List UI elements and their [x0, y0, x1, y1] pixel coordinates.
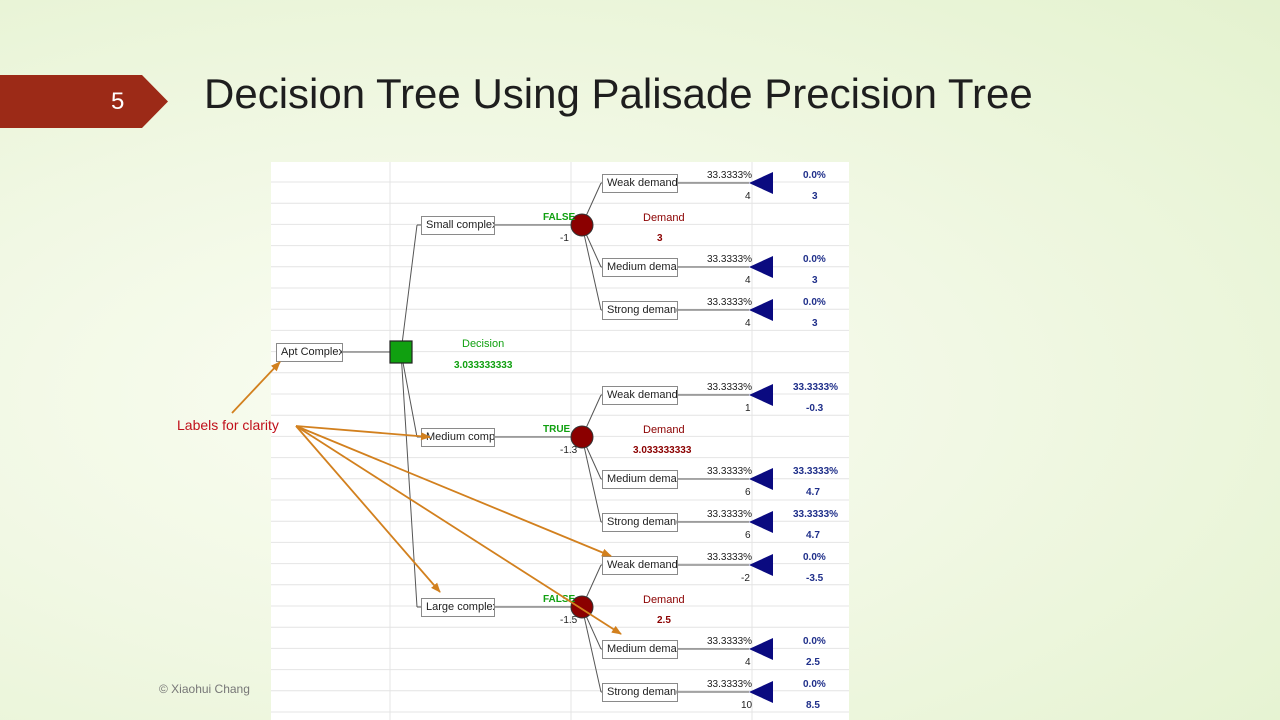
result-probability: 33.3333% [793, 509, 839, 520]
outcome-payoff: -2 [741, 573, 750, 584]
branch-cost: -1.3 [560, 445, 578, 456]
result-value: 8.5 [806, 700, 820, 711]
outcome-probability: 33.3333% [707, 254, 753, 265]
slide-title: Decision Tree Using Palisade Precision T… [204, 70, 1033, 117]
terminal-node [749, 256, 773, 278]
arrow-to-weak-demand [295, 425, 612, 557]
result-probability: 0.0% [803, 552, 826, 563]
result-value: 3 [812, 318, 818, 329]
outcome-label: Weak demand [602, 556, 678, 575]
outcome-payoff: 4 [745, 657, 751, 668]
outcome-payoff: 4 [745, 318, 751, 329]
outcome-payoff: 1 [745, 403, 751, 414]
chance-label: Demand [643, 594, 685, 606]
annotation-label: Labels for clarity [177, 417, 279, 433]
decision-node [389, 340, 413, 364]
outcome-probability: 33.3333% [707, 170, 753, 181]
result-value: 4.7 [806, 487, 820, 498]
edge-decision-to-branch [400, 351, 418, 608]
decision-label: Decision [462, 338, 505, 350]
terminal-node [749, 299, 773, 321]
branch-flag: FALSE [543, 212, 576, 223]
branch-label: Small complex [421, 216, 495, 235]
outcome-payoff: 6 [745, 487, 751, 498]
outcome-label: Strong demand [602, 301, 678, 320]
chance-label: Demand [643, 424, 685, 436]
outcome-probability: 33.3333% [707, 636, 753, 647]
result-value: 2.5 [806, 657, 820, 668]
arrow-to-medium-complex [295, 425, 431, 441]
terminal-node [749, 554, 773, 576]
outcome-probability: 33.3333% [707, 552, 753, 563]
chance-node [570, 425, 594, 449]
branch-flag: FALSE [543, 594, 576, 605]
result-probability: 0.0% [803, 636, 826, 647]
edge-chance-to-outcome [581, 224, 602, 311]
outcome-probability: 33.3333% [707, 382, 753, 393]
edge-decision-to-branch [400, 224, 418, 353]
arrow-to-medium-demand [295, 425, 622, 635]
outcome-payoff: 4 [745, 275, 751, 286]
result-value: -0.3 [806, 403, 824, 414]
chance-value: 2.5 [657, 615, 671, 626]
outcome-label: Strong demand [602, 513, 678, 532]
branch-cost: -1.5 [560, 615, 578, 626]
chance-label: Demand [643, 212, 685, 224]
slide-number: 5 [111, 88, 125, 115]
edge-decision-to-branch [400, 351, 418, 438]
root-label: Apt Complex [276, 343, 343, 362]
terminal-node [749, 468, 773, 490]
branch-label: Large complex [421, 598, 495, 617]
terminal-node [749, 638, 773, 660]
terminal-node [749, 511, 773, 533]
slide-number-badge [0, 75, 168, 128]
result-value: -3.5 [806, 573, 824, 584]
result-probability: 0.0% [803, 679, 826, 690]
result-probability: 33.3333% [793, 466, 839, 477]
decision-value: 3.033333333 [454, 360, 513, 371]
chance-node [570, 213, 594, 237]
copyright-text: © Xiaohui Chang [159, 682, 250, 696]
terminal-node [749, 681, 773, 703]
outcome-label: Strong demand [602, 683, 678, 702]
outcome-probability: 33.3333% [707, 679, 753, 690]
outcome-payoff: 10 [741, 700, 753, 711]
outcome-probability: 33.3333% [707, 509, 753, 520]
chance-value: 3 [657, 233, 663, 244]
outcome-label: Weak demand [602, 174, 678, 193]
arrow-to-large-complex [295, 425, 441, 593]
chance-value: 3.033333333 [633, 445, 692, 456]
terminal-node [749, 384, 773, 406]
outcome-label: Medium demand [602, 258, 678, 277]
edge-chance-to-outcome [581, 606, 602, 693]
edge-chance-to-outcome [581, 436, 602, 523]
result-value: 4.7 [806, 530, 820, 541]
result-value: 3 [812, 191, 818, 202]
branch-flag: TRUE [543, 424, 571, 435]
terminal-node [749, 172, 773, 194]
result-probability: 0.0% [803, 170, 826, 181]
outcome-probability: 33.3333% [707, 297, 753, 308]
decision-tree-diagram [271, 162, 849, 720]
result-probability: 33.3333% [793, 382, 839, 393]
outcome-label: Weak demand [602, 386, 678, 405]
branch-cost: -1 [560, 233, 569, 244]
result-probability: 0.0% [803, 297, 826, 308]
result-probability: 0.0% [803, 254, 826, 265]
outcome-payoff: 6 [745, 530, 751, 541]
outcome-label: Medium demand [602, 470, 678, 489]
result-value: 3 [812, 275, 818, 286]
outcome-label: Medium demand [602, 640, 678, 659]
outcome-probability: 33.3333% [707, 466, 753, 477]
outcome-payoff: 4 [745, 191, 751, 202]
decision-tree-sheet: Apt Complex Decision 3.033333333 Small c… [271, 162, 849, 720]
arrow-to-root-label [231, 361, 281, 414]
